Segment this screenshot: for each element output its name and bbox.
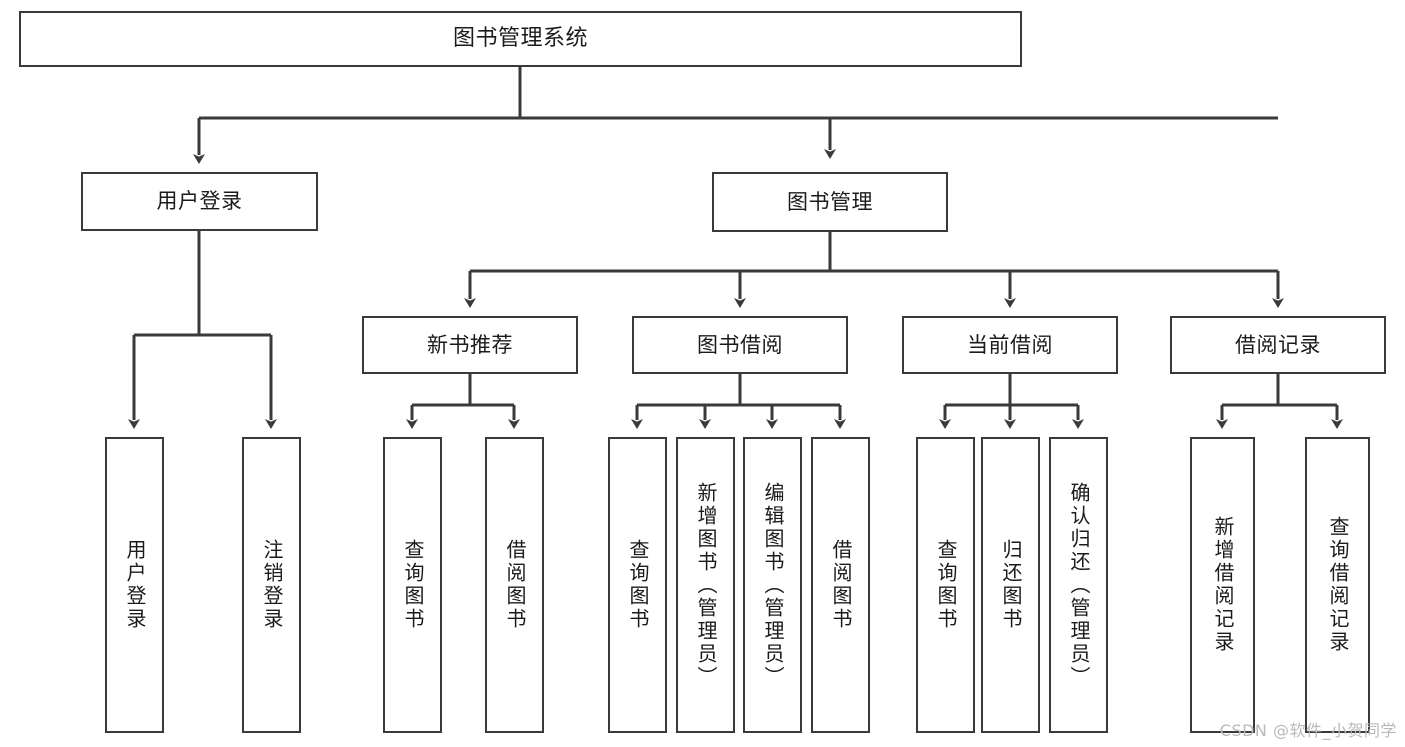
node-label: 查询借阅记录 [1326,516,1350,654]
node-leaf-query-book-borrow[interactable]: 查询图书 [608,437,667,733]
node-leaf-confirm-return-admin[interactable]: 确认归还（管理员） [1049,437,1108,733]
node-user-login[interactable]: 用户登录 [81,172,318,231]
node-label: 用户登录 [123,539,147,631]
node-leaf-user-login[interactable]: 用户登录 [105,437,164,733]
csdn-watermark: CSDN @软件_小贺同学 [1219,721,1397,740]
node-book-borrow[interactable]: 图书借阅 [632,316,848,374]
node-label: 借阅图书 [829,539,853,631]
node-borrow-record[interactable]: 借阅记录 [1170,316,1386,374]
node-leaf-add-borrow-record[interactable]: 新增借阅记录 [1190,437,1255,733]
node-label: 图书管理 [787,189,873,214]
node-leaf-query-book-current[interactable]: 查询图书 [916,437,975,733]
node-root-book-management-system[interactable]: 图书管理系统 [19,11,1022,67]
node-label: 注销登录 [260,539,284,631]
node-leaf-borrow-book-recommend[interactable]: 借阅图书 [485,437,544,733]
node-leaf-return-book[interactable]: 归还图书 [981,437,1040,733]
node-label: 借阅图书 [503,539,527,631]
node-label: 查询图书 [934,539,958,631]
node-label: 图书管理系统 [452,26,588,52]
node-label: 查询图书 [626,539,650,631]
node-leaf-edit-book-admin[interactable]: 编辑图书（管理员） [743,437,802,733]
node-label: 归还图书 [999,539,1023,631]
node-label: 用户登录 [156,189,243,214]
node-leaf-query-book-recommend[interactable]: 查询图书 [383,437,442,733]
node-new-book-recommend[interactable]: 新书推荐 [362,316,578,374]
node-leaf-borrow-book[interactable]: 借阅图书 [811,437,870,733]
node-label: 编辑图书（管理员） [761,481,785,689]
node-leaf-logout-login[interactable]: 注销登录 [242,437,301,733]
node-label: 当前借阅 [967,332,1053,357]
node-label: 查询图书 [401,539,425,631]
node-label: 图书借阅 [697,332,783,357]
node-current-borrow[interactable]: 当前借阅 [902,316,1118,374]
node-label: 新书推荐 [427,332,513,357]
node-label: 确认归还（管理员） [1067,481,1091,689]
node-label: 新增图书（管理员） [694,481,718,689]
node-label: 借阅记录 [1235,332,1321,357]
node-book-management[interactable]: 图书管理 [712,172,948,232]
node-leaf-add-book-admin[interactable]: 新增图书（管理员） [676,437,735,733]
node-leaf-query-borrow-record[interactable]: 查询借阅记录 [1305,437,1370,733]
node-label: 新增借阅记录 [1211,516,1235,654]
